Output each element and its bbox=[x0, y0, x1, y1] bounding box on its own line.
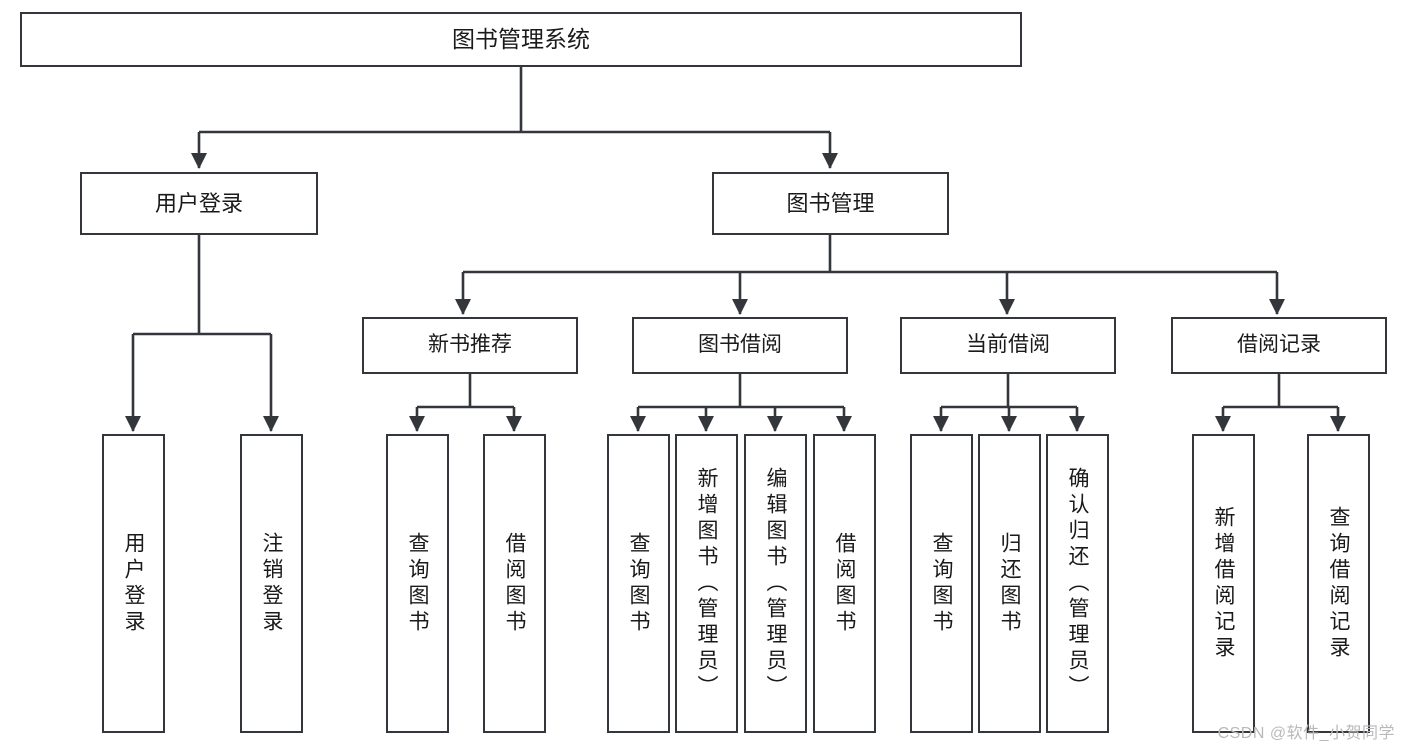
leaf-new-book-query[interactable]: 查询图书 bbox=[386, 434, 449, 733]
leaf-borrow-record-query[interactable]: 查询借阅记录 bbox=[1307, 434, 1370, 733]
node-root[interactable]: 图书管理系统 bbox=[20, 12, 1022, 67]
leaf-label: 查询图书 bbox=[406, 531, 429, 636]
leaf-label: 借阅图书 bbox=[503, 531, 526, 636]
leaf-user-login-login[interactable]: 用户登录 bbox=[102, 434, 165, 733]
leaf-new-book-borrow[interactable]: 借阅图书 bbox=[483, 434, 546, 733]
node-book-manage[interactable]: 图书管理 bbox=[712, 172, 949, 235]
node-book-manage-label: 图书管理 bbox=[786, 190, 875, 216]
leaf-label: 归还图书 bbox=[998, 531, 1021, 636]
node-root-label: 图书管理系统 bbox=[452, 26, 590, 53]
leaf-label: 查询图书 bbox=[627, 531, 650, 636]
leaf-user-login-logout[interactable]: 注销登录 bbox=[240, 434, 303, 733]
leaf-book-borrow-query[interactable]: 查询图书 bbox=[607, 434, 670, 733]
node-current-borrow[interactable]: 当前借阅 bbox=[900, 317, 1116, 374]
leaf-label: 查询图书 bbox=[930, 531, 953, 636]
leaf-label: 用户登录 bbox=[122, 531, 145, 636]
leaf-label: 确认归还（管理员） bbox=[1066, 466, 1089, 701]
leaf-current-borrow-confirm-return[interactable]: 确认归还（管理员） bbox=[1046, 434, 1109, 733]
leaf-borrow-record-add[interactable]: 新增借阅记录 bbox=[1192, 434, 1255, 733]
leaf-book-borrow-borrow[interactable]: 借阅图书 bbox=[813, 434, 876, 733]
leaf-label: 注销登录 bbox=[260, 531, 283, 636]
leaf-label: 查询借阅记录 bbox=[1327, 505, 1350, 662]
leaf-label: 借阅图书 bbox=[833, 531, 856, 636]
leaf-label: 新增图书（管理员） bbox=[695, 466, 718, 701]
node-user-login[interactable]: 用户登录 bbox=[80, 172, 318, 235]
node-book-borrow[interactable]: 图书借阅 bbox=[632, 317, 848, 374]
node-book-borrow-label: 图书借阅 bbox=[698, 333, 782, 357]
leaf-label: 编辑图书（管理员） bbox=[764, 466, 787, 701]
leaf-label: 新增借阅记录 bbox=[1212, 505, 1235, 662]
node-borrow-record[interactable]: 借阅记录 bbox=[1171, 317, 1387, 374]
node-new-book-recommend[interactable]: 新书推荐 bbox=[362, 317, 578, 374]
node-user-login-label: 用户登录 bbox=[154, 190, 243, 216]
leaf-current-borrow-return[interactable]: 归还图书 bbox=[978, 434, 1041, 733]
node-borrow-record-label: 借阅记录 bbox=[1237, 333, 1321, 357]
leaf-book-borrow-add[interactable]: 新增图书（管理员） bbox=[675, 434, 738, 733]
leaf-current-borrow-query[interactable]: 查询图书 bbox=[910, 434, 973, 733]
leaf-book-borrow-edit[interactable]: 编辑图书（管理员） bbox=[744, 434, 807, 733]
node-new-book-recommend-label: 新书推荐 bbox=[428, 333, 512, 357]
node-current-borrow-label: 当前借阅 bbox=[966, 333, 1050, 357]
csdn-watermark: CSDN @软件_小贺同学 bbox=[1217, 725, 1395, 742]
